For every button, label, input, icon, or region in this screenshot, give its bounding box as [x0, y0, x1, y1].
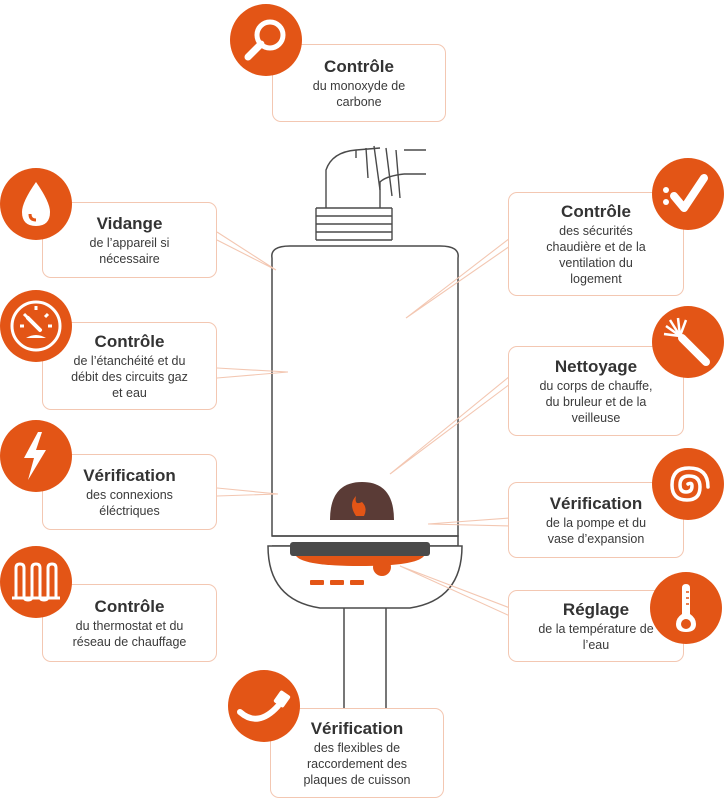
callout-desc: de l’étanchéité et du débit des circuits…: [71, 354, 188, 400]
checkmark-icon: [652, 158, 724, 230]
callout-title: Contrôle: [324, 57, 394, 76]
control-panel-shadow: [296, 556, 424, 566]
radiator-icon: [0, 546, 72, 618]
callout-co: Contrôle du monoxyde de carbone: [272, 44, 446, 122]
water-drop-icon: [0, 168, 72, 240]
callout-desc: de la température de l’eau: [538, 622, 654, 652]
callout-nettoyage: Nettoyage du corps de chauffe, du bruleu…: [508, 346, 684, 436]
callout-title: Contrôle: [561, 202, 631, 221]
callout-desc: des flexibles de raccordement des plaque…: [303, 741, 411, 787]
thermometer-icon: [650, 572, 722, 644]
callout-desc: des sécurités chaudière et de la ventila…: [546, 224, 646, 286]
callout-desc: du corps de chauffe, du bruleur et de la…: [539, 379, 653, 425]
callout-etancheite: Contrôle de l’étanchéité et du débit des…: [42, 322, 217, 410]
callout-title: Contrôle: [94, 597, 165, 616]
control-panel: [290, 542, 430, 556]
control-buttons: [310, 558, 391, 585]
callout-title: Nettoyage: [554, 357, 638, 376]
callout-thermostat: Contrôle du thermostat et du réseau de c…: [42, 584, 217, 662]
callout-title: Vidange: [96, 214, 163, 233]
callout-desc: des connexions éléctriques: [86, 488, 173, 518]
magnifier-icon: [230, 4, 302, 76]
callout-desc: du monoxyde de carbone: [312, 79, 406, 109]
callout-title: Vérification: [310, 719, 404, 738]
callout-electrique: Vérification des connexions éléctriques: [42, 454, 217, 530]
gauge-icon: [0, 290, 72, 362]
callout-flexibles: Vérification des flexibles de raccordeme…: [270, 708, 444, 798]
lightning-icon: [0, 420, 72, 492]
callout-desc: de la pompe et du vase d’expansion: [545, 516, 647, 546]
leader-lines: [216, 231, 511, 617]
callout-desc: de l’appareil si nécessaire: [89, 236, 170, 266]
callout-desc: du thermostat et du réseau de chauffage: [72, 619, 187, 649]
spiral-icon: [652, 448, 724, 520]
flexible-hose-icon: [228, 670, 300, 742]
cleaning-brush-icon: [652, 306, 724, 378]
flame-window: [330, 482, 394, 520]
callout-title: Réglage: [562, 600, 630, 619]
flame-icon: [352, 496, 366, 516]
callout-vidange: Vidange de l’appareil si nécessaire: [42, 202, 217, 278]
flue-pipe: [315, 145, 426, 248]
callout-title: Vérification: [83, 466, 176, 485]
callout-title: Contrôle: [94, 332, 165, 351]
callout-title: Vérification: [549, 494, 643, 513]
